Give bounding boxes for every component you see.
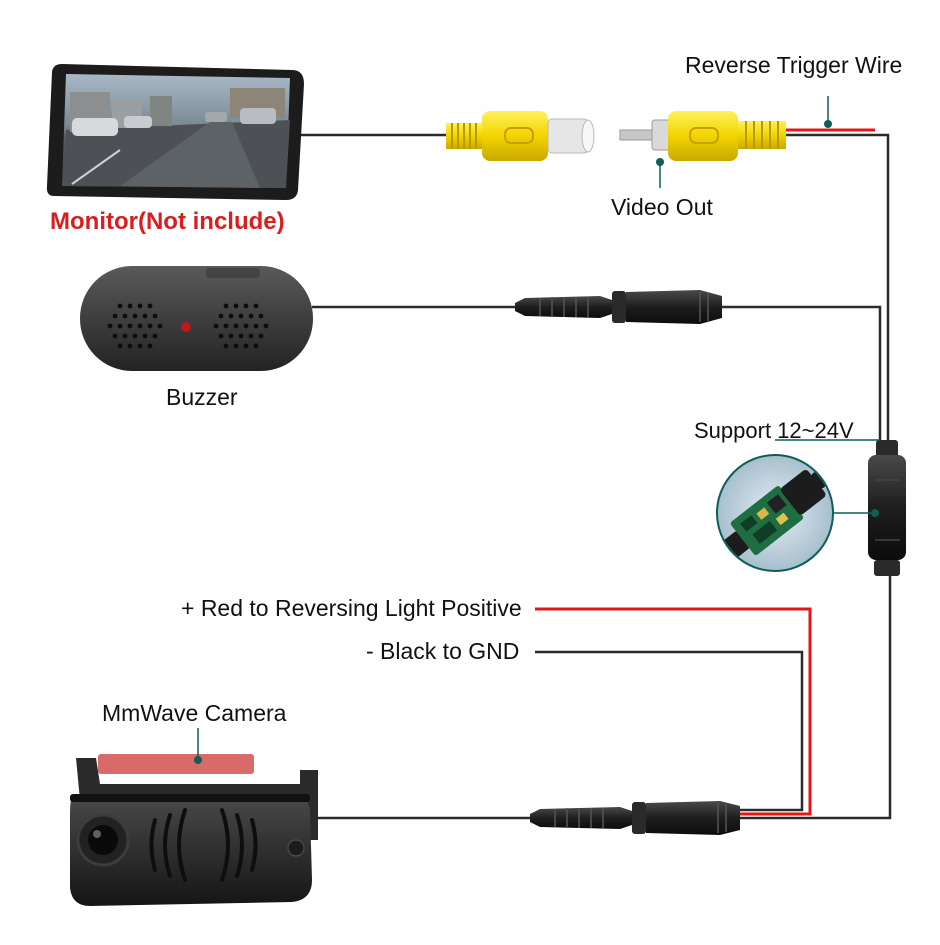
red-wire-label: + Red to Reversing Light Positive (181, 595, 522, 621)
black-wire-label: - Black to GND (366, 638, 520, 664)
camera-label: MmWave Camera (102, 700, 287, 726)
red-power-wire (535, 607, 812, 816)
camera-pointer-dot (194, 756, 202, 764)
video-out-label: Video Out (611, 194, 713, 220)
support-voltage-label: Support 12~24V (694, 418, 854, 443)
camera (70, 754, 318, 906)
buzzer-cable-right (722, 305, 882, 445)
trigger-cable (785, 133, 890, 445)
lower-cable (740, 575, 892, 820)
rca-male-connector (619, 111, 786, 161)
monitor (46, 64, 305, 200)
camera-connector (530, 801, 740, 835)
power-module (868, 440, 906, 576)
trigger-pointer-dot (824, 120, 832, 128)
pointers (194, 96, 880, 764)
buzzer-label: Buzzer (166, 384, 238, 410)
black-wire (535, 650, 804, 812)
rca-female-connector (446, 111, 595, 161)
module-pointer-dot (871, 509, 879, 517)
monitor-label: Monitor(Not include) (50, 208, 285, 235)
reverse-trigger-label: Reverse Trigger Wire (685, 52, 903, 78)
buzzer (80, 266, 313, 371)
board-inset (716, 454, 834, 572)
cables (300, 133, 892, 820)
buzzer-connector (515, 290, 722, 324)
video-pointer-dot (656, 158, 664, 166)
